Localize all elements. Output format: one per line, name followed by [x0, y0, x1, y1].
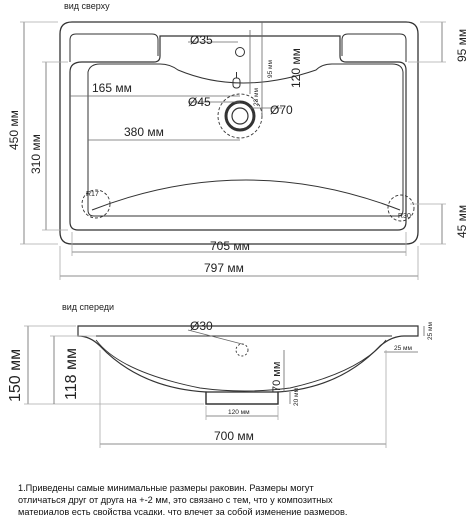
label-150: 150 мм [7, 349, 24, 402]
hole-30-icon [235, 343, 249, 357]
label-drain-70: Ø70 [270, 103, 293, 117]
footnote-line: отличаться друг от друга на +-2 мм, это … [18, 495, 333, 505]
basin-edges [87, 63, 404, 217]
top-dimension-lines [20, 21, 446, 280]
label-70: 70 мм [271, 362, 283, 392]
label-95-right: 95 мм [455, 29, 469, 62]
label-450: 450 мм [7, 110, 21, 150]
faucet-hole-icon [235, 47, 245, 57]
label-120: 120 мм [289, 48, 303, 88]
label-120-front: 120 мм [228, 409, 250, 416]
r17-circle-icon [81, 189, 111, 219]
label-r17: R17 [86, 191, 99, 198]
label-hole-35: Ø35 [190, 33, 213, 47]
label-700: 700 мм [214, 429, 254, 443]
label-r30: R30 [398, 213, 411, 220]
label-118: 118 мм [63, 348, 80, 400]
footnote: 1.Приведены самые минимальные размеры ра… [18, 482, 464, 515]
top-view-title: вид сверху [64, 1, 110, 11]
label-23: 23 мм [253, 87, 260, 106]
top-view-outline [59, 21, 419, 245]
footnote-line: материалов есть свойства усадки, что вле… [18, 507, 348, 515]
label-hole-45: Ø45 [188, 95, 211, 109]
overflow-icon [232, 72, 241, 89]
label-165: 165 мм [92, 81, 132, 95]
footnote-line: 1.Приведены самые минимальные размеры ра… [18, 483, 314, 493]
label-95-small: 95 мм [267, 59, 274, 78]
label-20: 20 мм [293, 387, 300, 406]
back-rim-bumps [69, 33, 407, 62]
label-310: 310 мм [29, 134, 43, 174]
label-705: 705 мм [210, 239, 250, 253]
label-380: 380 мм [124, 125, 164, 139]
front-view-title: вид спереди [62, 302, 114, 312]
label-25-vert: 25 мм [427, 321, 434, 340]
front-view-outline [77, 325, 419, 405]
label-797: 797 мм [204, 261, 244, 275]
label-hole-30: Ø30 [190, 319, 213, 333]
r30-circle-icon [387, 194, 415, 222]
label-45: 45 мм [455, 205, 469, 238]
label-25-horiz: 25 мм [394, 345, 413, 352]
front-dimension-lines [24, 325, 425, 448]
